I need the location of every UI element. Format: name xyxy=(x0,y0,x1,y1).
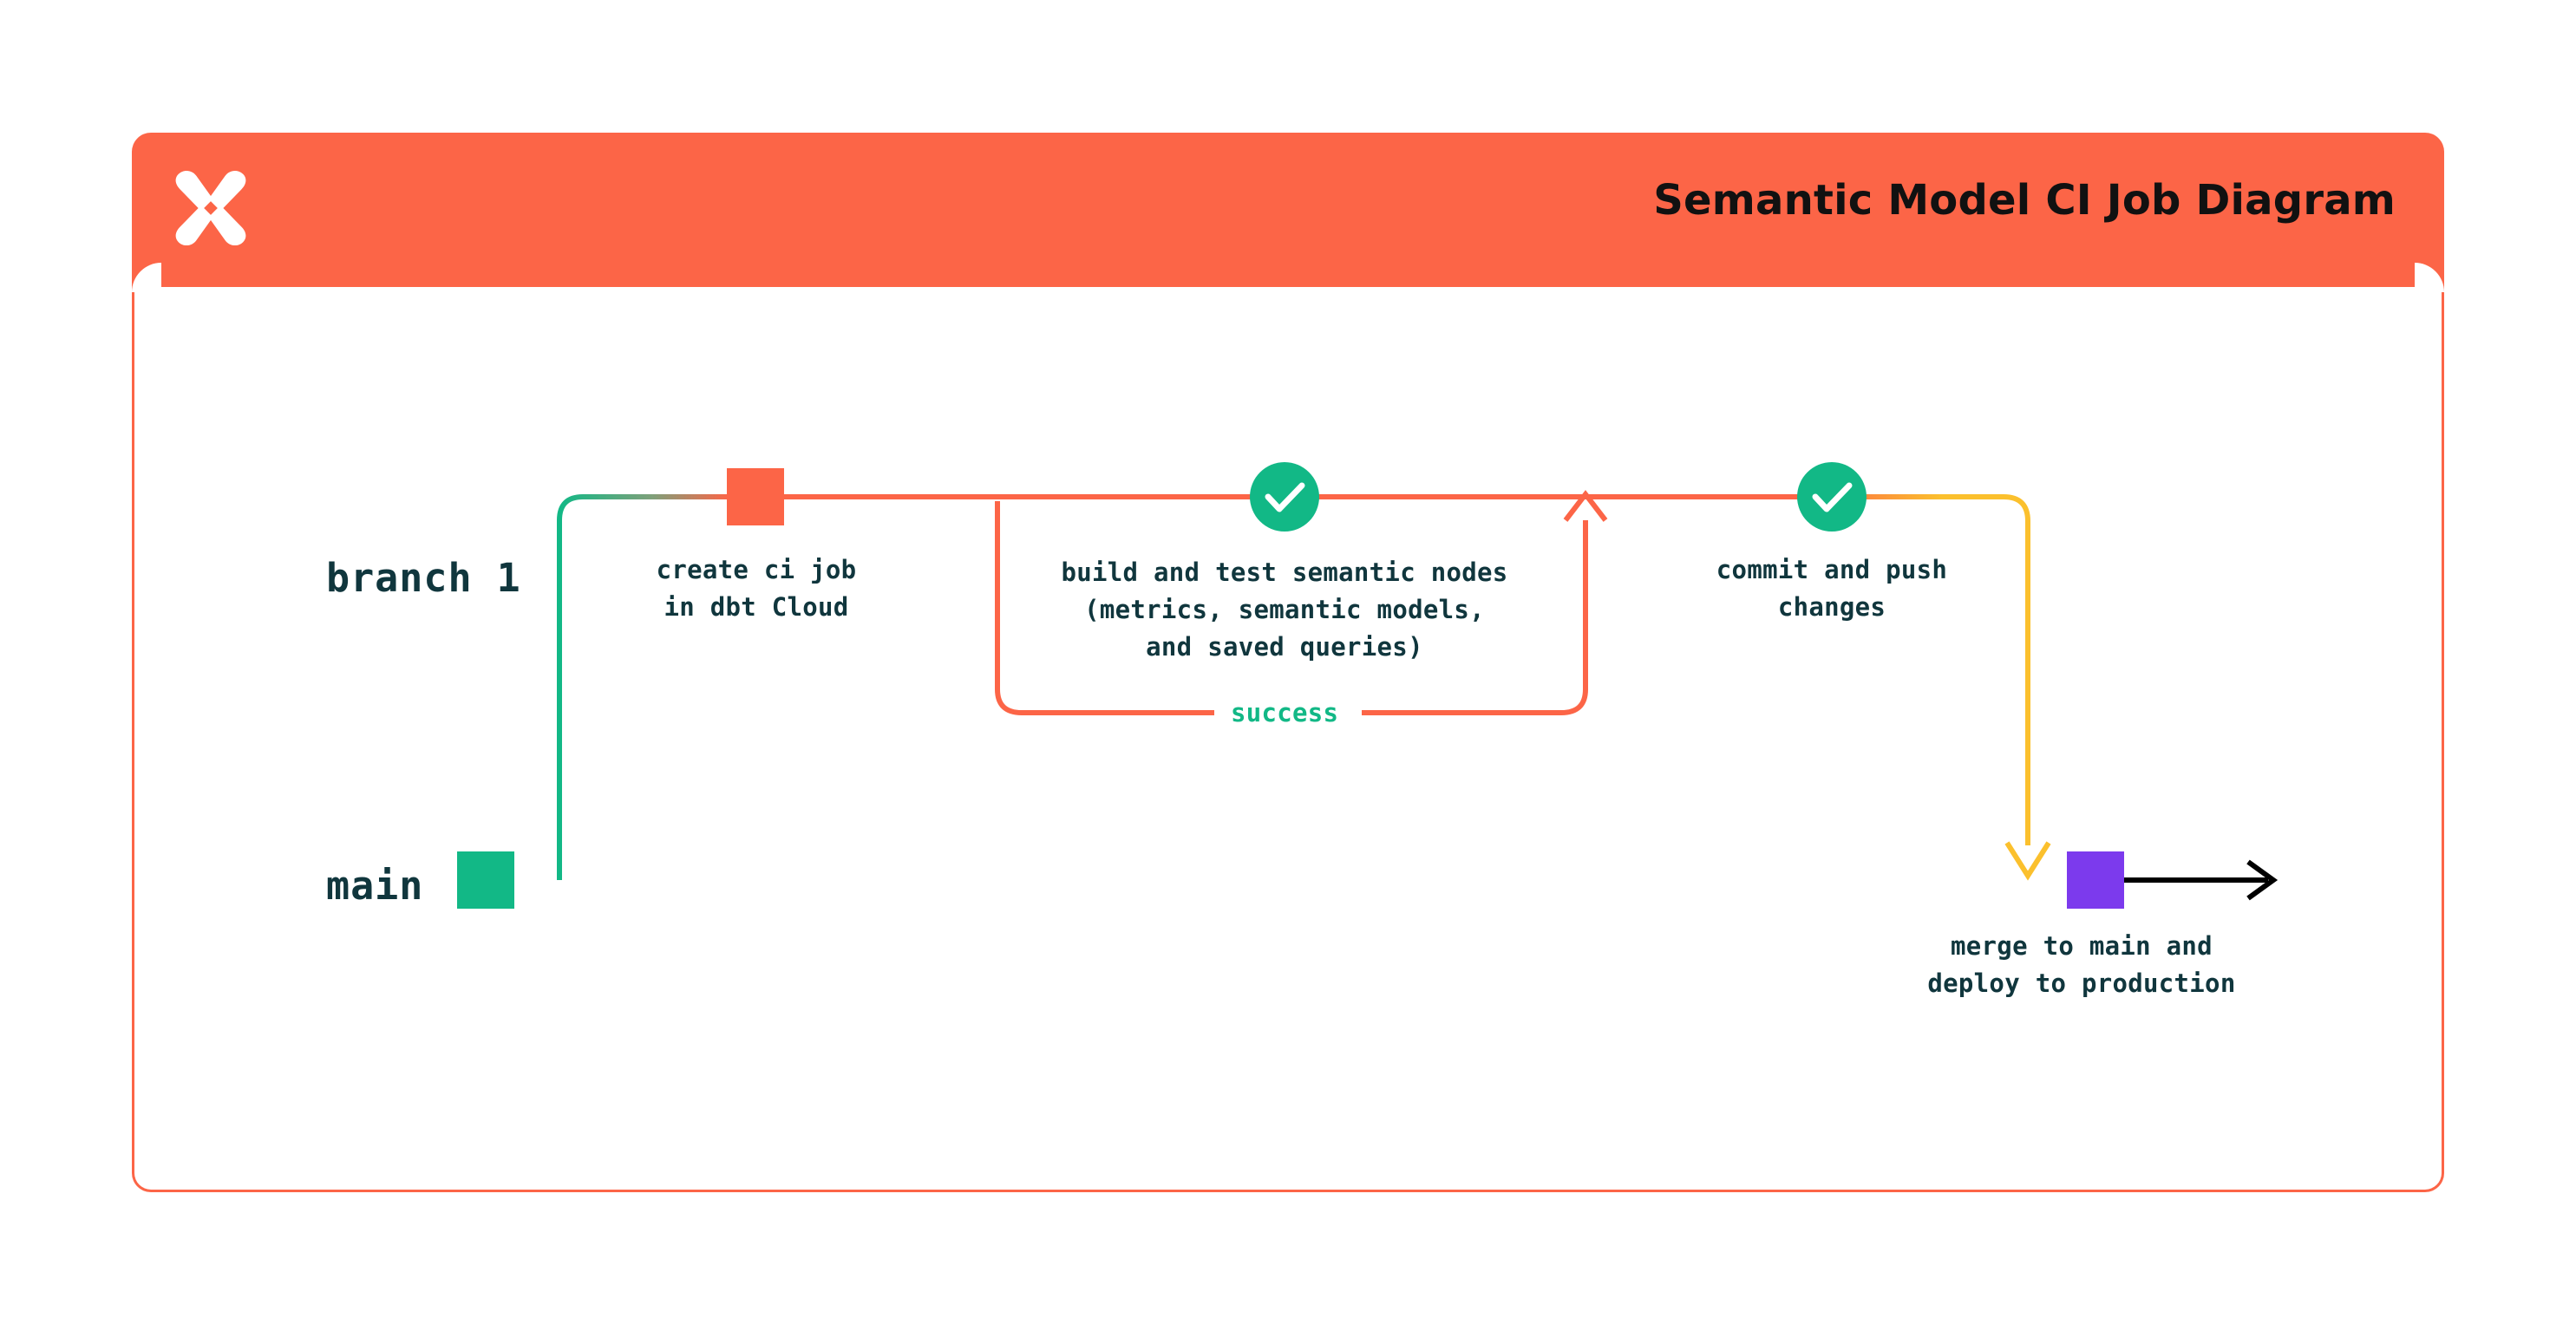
header-corner-left xyxy=(132,263,161,292)
lane-label-main: main xyxy=(326,863,424,909)
node-label-create-ci-job-line1: create ci job xyxy=(656,555,857,584)
node-label-create-ci-job-line2: in dbt Cloud xyxy=(664,592,849,622)
node-label-build-and-test-line1: build and test semantic nodes xyxy=(1061,558,1508,587)
page-title: Semantic Model CI Job Diagram xyxy=(1653,176,2396,225)
diagram-card-body xyxy=(132,284,2444,1192)
header-corner-right xyxy=(2415,263,2444,292)
node-label-merge-line1: merge to main and xyxy=(1951,931,2213,961)
diagram-card-header: Semantic Model CI Job Diagram xyxy=(132,133,2444,287)
diagram-card: Semantic Model CI Job Diagram xyxy=(132,133,2444,1192)
node-label-commit-and-push-line1: commit and push xyxy=(1716,555,1948,584)
lane-label-branch-1: branch 1 xyxy=(326,555,521,601)
node-label-merge-line2: deploy to production xyxy=(1927,969,2236,998)
dbt-x-logo-icon xyxy=(175,170,246,246)
node-label-build-and-test-line2: (metrics, semantic models, xyxy=(1084,595,1485,624)
edge-label-success: success xyxy=(1231,698,1339,727)
node-label-build-and-test-line3: and saved queries) xyxy=(1146,632,1423,662)
node-label-commit-and-push-line2: changes xyxy=(1777,592,1886,622)
